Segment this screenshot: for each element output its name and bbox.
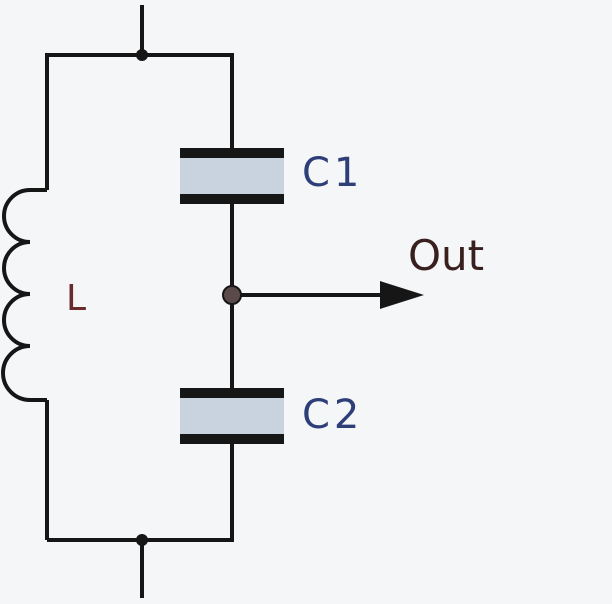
label-inductor: L — [66, 278, 86, 319]
capacitor-c1 — [180, 148, 284, 204]
capacitor-c2 — [180, 388, 284, 444]
label-output: Out — [408, 231, 484, 280]
output-arrow-head — [380, 281, 424, 309]
output-node-dot — [222, 285, 242, 305]
label-c1: C1 — [302, 150, 363, 196]
inductor-coil — [1, 188, 47, 402]
label-c2: C2 — [302, 392, 363, 438]
